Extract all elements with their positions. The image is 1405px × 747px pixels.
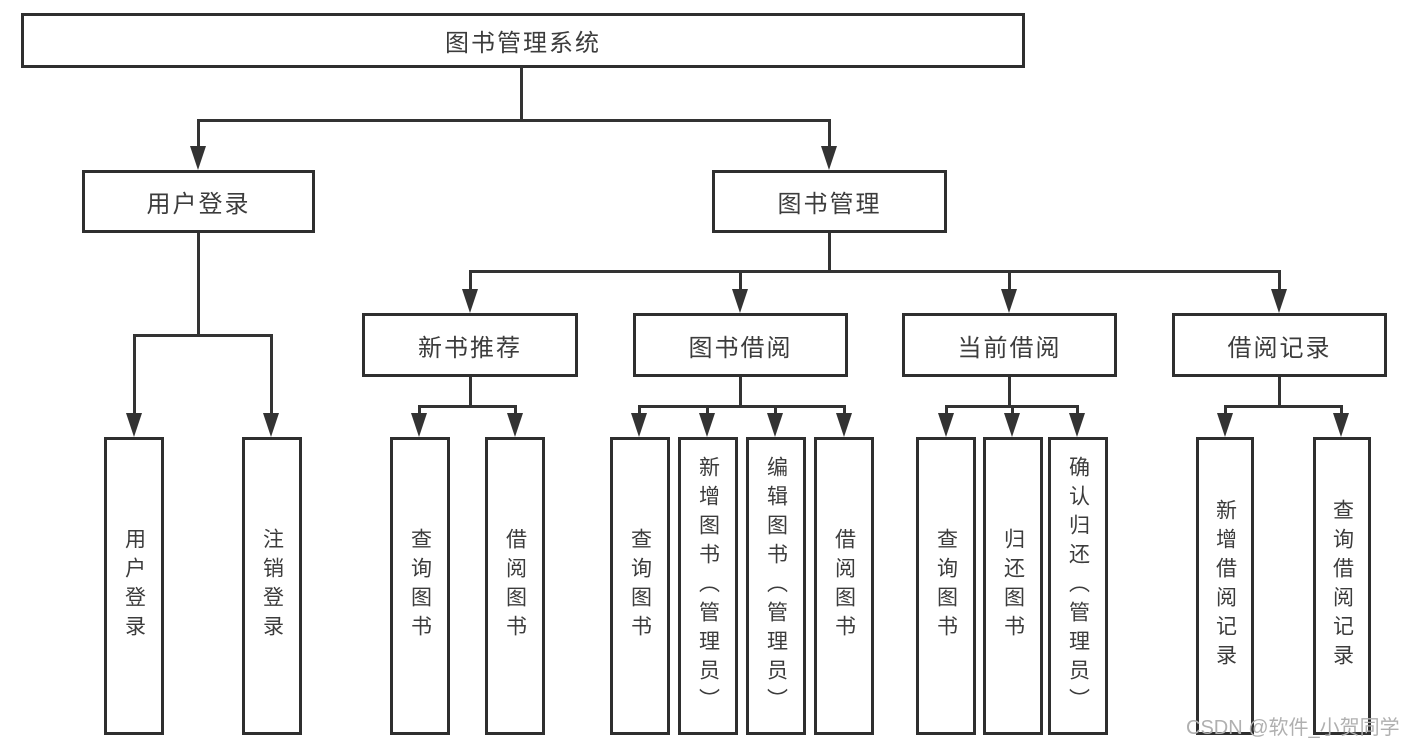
- connector-line: [1076, 405, 1079, 417]
- leaf-bb-borrow-book: 借阅图书: [814, 437, 874, 735]
- connector-line: [520, 66, 523, 119]
- node-book-management-label: 图书管理: [777, 191, 882, 218]
- leaf-cb-query-book-label: 查询图书: [934, 528, 958, 644]
- arrow-down-icon: [462, 289, 478, 313]
- connector-line: [469, 270, 472, 292]
- connector-line: [197, 119, 831, 122]
- node-current-borrow: 当前借阅: [902, 313, 1117, 377]
- connector-line: [945, 405, 948, 417]
- arrow-down-icon: [1001, 289, 1017, 313]
- connector-line: [469, 377, 472, 407]
- leaf-cb-return-book: 归还图书: [983, 437, 1043, 735]
- leaf-br-query-record-label: 查询借阅记录: [1330, 499, 1354, 673]
- leaf-bb-edit-book: 编辑图书（管理员）: [746, 437, 806, 735]
- csdn-watermark: CSDN @软件_小贺同学: [1186, 717, 1400, 739]
- connector-line: [133, 334, 136, 415]
- arrow-down-icon: [732, 289, 748, 313]
- connector-line: [706, 405, 709, 417]
- leaf-br-add-record: 新增借阅记录: [1196, 437, 1254, 735]
- leaf-bb-borrow-book-label: 借阅图书: [832, 528, 856, 644]
- connector-line: [739, 377, 742, 407]
- leaf-cb-confirm-return: 确认归还（管理员）: [1048, 437, 1108, 735]
- leaf-br-query-record: 查询借阅记录: [1313, 437, 1371, 735]
- arrow-down-icon: [631, 413, 647, 437]
- connector-line: [418, 405, 517, 408]
- leaf-logout-label: 注销登录: [260, 528, 284, 644]
- connector-line: [774, 405, 777, 417]
- node-book-borrow: 图书借阅: [633, 313, 848, 377]
- node-root: 图书管理系统: [21, 13, 1025, 68]
- leaf-logout: 注销登录: [242, 437, 302, 735]
- node-borrow-record: 借阅记录: [1172, 313, 1387, 377]
- connector-line: [418, 405, 421, 417]
- leaf-user-login: 用户登录: [104, 437, 164, 735]
- leaf-bb-query-book-label: 查询图书: [628, 528, 652, 644]
- node-new-book-recommend: 新书推荐: [362, 313, 578, 377]
- leaf-bb-query-book: 查询图书: [610, 437, 670, 735]
- arrow-down-icon: [1333, 413, 1349, 437]
- leaf-nb-query-book-label: 查询图书: [408, 528, 432, 644]
- connector-line: [1278, 377, 1281, 407]
- connector-line: [828, 233, 831, 272]
- connector-line: [1008, 270, 1011, 292]
- node-root-label: 图书管理系统: [445, 30, 601, 57]
- arrow-down-icon: [126, 413, 142, 437]
- arrow-down-icon: [767, 413, 783, 437]
- arrow-down-icon: [836, 413, 852, 437]
- leaf-bb-add-book-label: 新增图书（管理员）: [696, 455, 720, 717]
- arrow-down-icon: [821, 146, 837, 170]
- node-borrow-record-label: 借阅记录: [1227, 334, 1332, 362]
- arrow-down-icon: [1271, 289, 1287, 313]
- leaf-user-login-label: 用户登录: [122, 528, 146, 644]
- node-user-login: 用户登录: [82, 170, 315, 233]
- leaf-cb-return-book-label: 归还图书: [1001, 528, 1025, 644]
- connector-line: [197, 233, 200, 335]
- connector-line: [1340, 405, 1343, 417]
- connector-line: [469, 270, 1281, 273]
- connector-line: [514, 405, 517, 417]
- connector-line: [1278, 270, 1281, 292]
- connector-line: [843, 405, 846, 417]
- connector-line: [1008, 377, 1011, 407]
- leaf-nb-query-book: 查询图书: [390, 437, 450, 735]
- connector-line: [638, 405, 641, 417]
- connector-line: [133, 334, 273, 337]
- connector-line: [197, 119, 200, 151]
- arrow-down-icon: [938, 413, 954, 437]
- connector-line: [270, 334, 273, 415]
- leaf-bb-add-book: 新增图书（管理员）: [678, 437, 738, 735]
- arrow-down-icon: [411, 413, 427, 437]
- leaf-br-add-record-label: 新增借阅记录: [1213, 499, 1237, 673]
- arrow-down-icon: [1217, 413, 1233, 437]
- arrow-down-icon: [190, 146, 206, 170]
- connector-line: [739, 270, 742, 292]
- leaf-cb-confirm-return-label: 确认归还（管理员）: [1066, 455, 1090, 717]
- leaf-nb-borrow-book-label: 借阅图书: [503, 528, 527, 644]
- arrow-down-icon: [263, 413, 279, 437]
- connector-line: [638, 405, 845, 408]
- connector-line: [1224, 405, 1343, 408]
- connector-line: [828, 119, 831, 151]
- arrow-down-icon: [699, 413, 715, 437]
- node-book-borrow-label: 图书借阅: [688, 334, 793, 362]
- node-new-book-recommend-label: 新书推荐: [418, 334, 522, 362]
- leaf-nb-borrow-book: 借阅图书: [485, 437, 545, 735]
- arrow-down-icon: [1069, 413, 1085, 437]
- leaf-cb-query-book: 查询图书: [916, 437, 976, 735]
- node-user-login-label: 用户登录: [146, 191, 251, 218]
- arrow-down-icon: [1004, 413, 1020, 437]
- leaf-bb-edit-book-label: 编辑图书（管理员）: [764, 455, 788, 717]
- node-book-management: 图书管理: [712, 170, 947, 233]
- connector-line: [1011, 405, 1014, 417]
- arrow-down-icon: [507, 413, 523, 437]
- connector-line: [1224, 405, 1227, 417]
- node-current-borrow-label: 当前借阅: [957, 334, 1062, 362]
